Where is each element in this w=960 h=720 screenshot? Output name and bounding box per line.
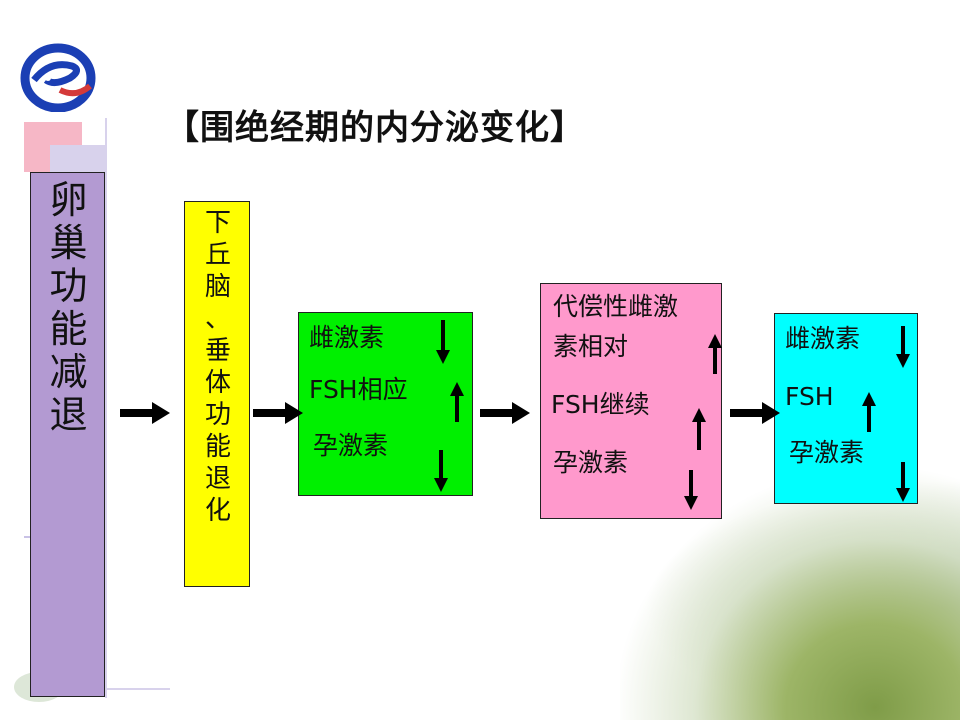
- trend-down-arrow-icon: [896, 326, 910, 368]
- hypothalamus-pituitary-box: 下 丘 脑 、 垂 体 功 能 退 化: [184, 201, 250, 587]
- hypo-char: 功: [204, 400, 231, 430]
- logo-e-icon: [20, 43, 96, 112]
- stage3-estrogen-label: 雌激素: [785, 324, 861, 353]
- stage3-fsh-label: FSH: [785, 382, 834, 411]
- ovary-char: 减: [49, 350, 88, 394]
- ovary-decline-box: 卵 巢 功 能 减 退: [30, 172, 105, 697]
- trend-up-arrow-icon: [862, 392, 876, 432]
- hypo-char: 丘: [204, 240, 231, 270]
- flow-arrow-icon: [730, 402, 780, 424]
- stage1-estrogen-label: 雌激素: [309, 323, 385, 352]
- hypothalamus-pituitary-label: 下 丘 脑 、 垂 体 功 能 退 化: [185, 210, 251, 530]
- flow-arrow-icon: [480, 402, 530, 424]
- hypo-char: 体: [204, 368, 231, 398]
- flow-arrow-icon: [120, 402, 170, 424]
- stage3-box: 雌激素 FSH 孕激素: [774, 313, 918, 504]
- hypo-char: 退: [204, 464, 231, 494]
- trend-down-arrow-icon: [896, 462, 910, 502]
- decor-vertical-line: [105, 118, 107, 698]
- stage2-estrogen-line2: 素相对: [553, 332, 629, 361]
- ovary-char: 卵: [49, 178, 88, 222]
- trend-down-arrow-icon: [434, 450, 448, 492]
- hypo-char: 垂: [204, 336, 231, 366]
- hypo-char: 能: [204, 432, 231, 462]
- ovary-char: 功: [49, 264, 88, 308]
- trend-up-arrow-icon: [450, 382, 464, 422]
- stage2-fsh-label: FSH继续: [551, 390, 650, 419]
- stage3-progesterone-label: 孕激素: [789, 438, 865, 467]
- hypo-char: 下: [204, 208, 231, 238]
- page-title: 【围绝经期的内分泌变化】: [165, 108, 585, 148]
- trend-up-arrow-icon: [692, 408, 706, 450]
- ovary-decline-label: 卵 巢 功 能 减 退: [31, 181, 106, 439]
- stage1-fsh-label: FSH相应: [309, 375, 408, 404]
- trend-down-arrow-icon: [436, 320, 450, 364]
- ovary-char: 退: [49, 393, 88, 437]
- stage2-estrogen-line1: 代偿性雌激: [553, 292, 679, 321]
- stage1-progesterone-label: 孕激素: [313, 431, 389, 460]
- ovary-char: 能: [49, 307, 88, 351]
- ovary-char: 巢: [49, 221, 88, 265]
- trend-up-arrow-icon: [708, 334, 722, 374]
- trend-down-arrow-icon: [684, 470, 698, 510]
- stage2-progesterone-label: 孕激素: [553, 448, 629, 477]
- hypo-char: 脑: [204, 272, 231, 302]
- flow-arrow-icon: [253, 402, 303, 424]
- hypo-char: 化: [204, 496, 231, 526]
- hypo-char: 、: [204, 304, 231, 334]
